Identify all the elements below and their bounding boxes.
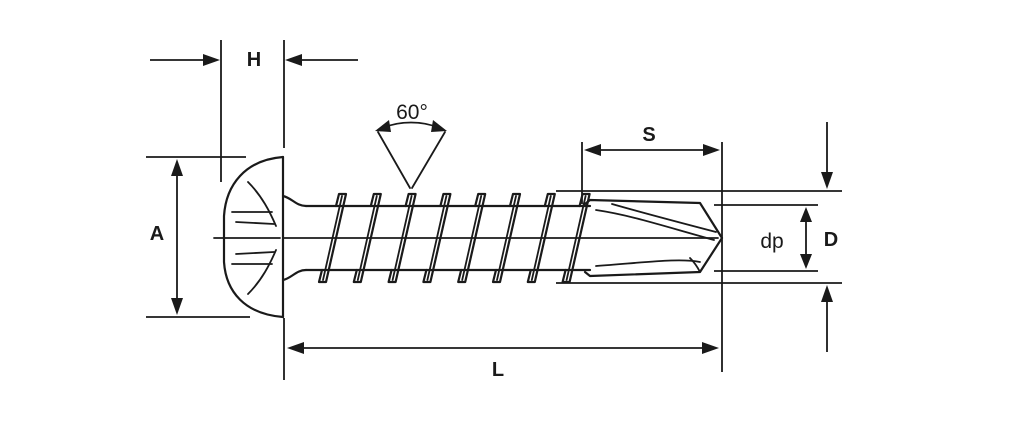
label-s: S [642,124,655,146]
dimension-s: S [581,124,723,372]
thread-crests [317,192,591,284]
dimension-h: H [150,40,358,182]
thread-crest [352,192,382,284]
thread-crest [491,192,522,284]
thread-flank [426,195,448,281]
dimension-thread-angle: 60° [375,101,447,189]
thread-flank [496,195,517,281]
thread-crest [457,192,487,284]
label-l: L [492,359,504,381]
dimension-d: D [556,122,842,352]
label-dp: dp [760,230,783,253]
thread-flank [322,195,343,281]
thread-flank [530,195,552,281]
thread-flank [391,195,413,281]
label-d: D [824,229,838,251]
dimension-dp: dp [714,204,818,272]
thread-crest [387,192,417,284]
label-h: H [247,49,261,71]
thread-flank [461,195,483,281]
thread-crest [317,192,348,284]
dimension-a: A [146,156,250,318]
label-thread-angle: 60° [396,101,428,124]
thread-crest [422,192,452,284]
thread-flank [356,195,378,281]
thread-flank [565,195,587,281]
thread-crest [526,192,556,284]
label-a: A [150,223,164,245]
dimension-l: L [283,318,719,381]
screw-head [213,155,308,319]
